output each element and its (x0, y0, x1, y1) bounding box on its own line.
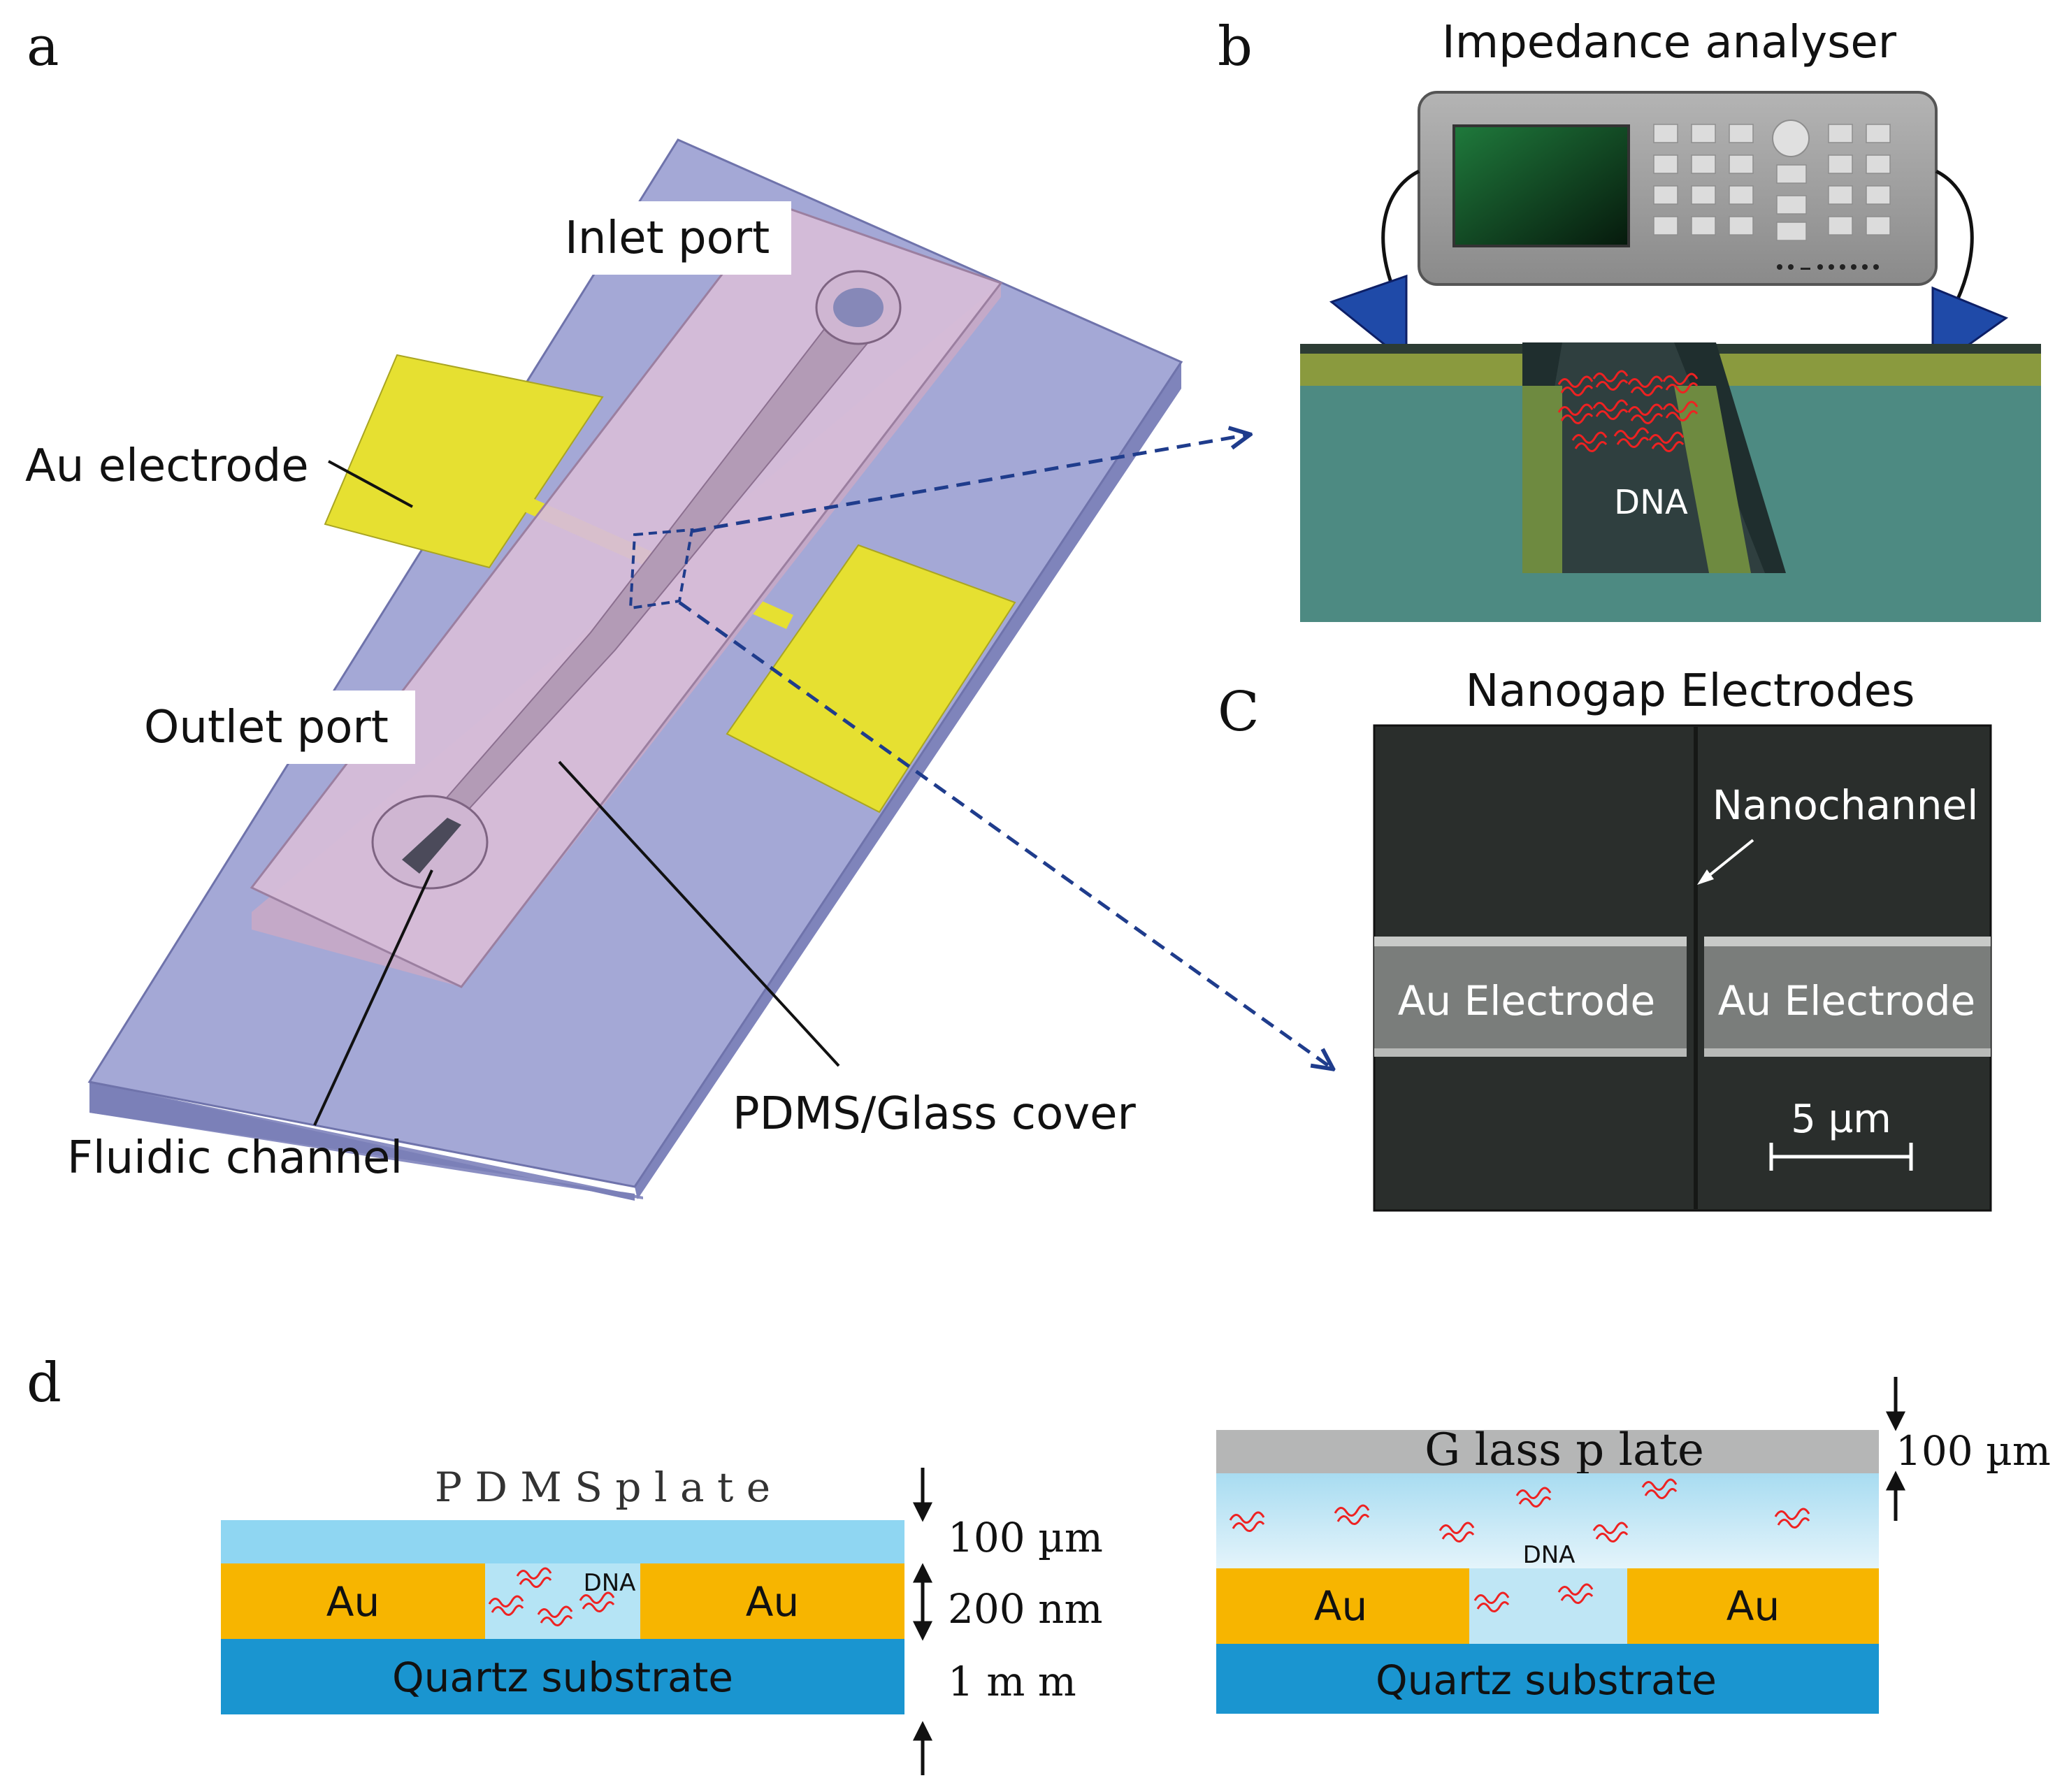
outlet-port (371, 795, 489, 890)
sem-edge-bottom-right (1704, 1048, 1991, 1057)
pdms-layer (221, 1520, 904, 1563)
scale-bar (1769, 1143, 1913, 1171)
channel-leader (313, 869, 433, 1126)
outlet-label-bg (130, 691, 415, 764)
panel-letter-d: d (27, 1352, 62, 1415)
dim-substrate-thickness: 1 m m (948, 1658, 1076, 1705)
impedance-analyser-icon (1418, 91, 1938, 286)
dimension-arrow-icon (1885, 1377, 1906, 1521)
gap-fluid-right (1469, 1568, 1627, 1644)
dna-label-b: DNA (1614, 483, 1688, 522)
quartz-label-left: Quartz substrate (392, 1654, 733, 1701)
panel-letter-a: a (27, 15, 59, 78)
panel-d: d P D M S p l a t e Au Au Quartz substra… (27, 1352, 2051, 1775)
probe-lead-left (1381, 169, 1420, 302)
inlet-port-label: Inlet port (565, 212, 770, 264)
impedance-analyser-title: Impedance analyser (1442, 17, 1897, 68)
sem-edge-top-right (1704, 937, 1991, 946)
dim-glass-thickness: 100 µm (1896, 1427, 2051, 1475)
sem-electrode-left (1374, 940, 1687, 1052)
trench-wall-left (1522, 386, 1562, 573)
au-layer-right (640, 1563, 904, 1639)
probe-tip-left (1329, 274, 1408, 365)
au-layer-left (221, 1563, 485, 1639)
sem-edge-top-left (1374, 937, 1687, 946)
probe-lead-right (1935, 169, 1974, 302)
au-right-label-glass: Au (1726, 1582, 1780, 1630)
panel-letter-c: C (1218, 681, 1260, 744)
nanochannel-pointer-head (1697, 869, 1714, 885)
au-electrode-left-pad (324, 354, 604, 569)
quartz-label-right: Quartz substrate (1376, 1656, 1717, 1704)
panel-b: b Impedance analyser (1218, 15, 2041, 622)
dim-pdms-thickness: 100 µm (948, 1514, 1103, 1561)
scale-bar-label: 5 µm (1791, 1097, 1891, 1142)
au-electrode-leader (328, 460, 413, 508)
outlet-port-label: Outlet port (144, 702, 389, 753)
panel-letter-b: b (1218, 15, 1253, 78)
au-layer-left-glass (1216, 1568, 1469, 1644)
panel-c: C Nanogap Electrodes Au Electrode Au Ele… (1218, 665, 1992, 1212)
pdms-plate-label: P D M S p l a t e (435, 1464, 770, 1511)
au-right-label: Au (746, 1578, 799, 1626)
glass-plate-label: G lass p late (1425, 1424, 1704, 1476)
inlet-port (815, 270, 902, 345)
chip-base-right-side (635, 362, 1181, 1199)
glass-layer (1216, 1430, 1879, 1473)
sem-electrode-right-label: Au Electrode (1718, 977, 1976, 1025)
pdms-cover-label: PDMS/Glass cover (733, 1088, 1137, 1140)
zoom-region-box (628, 528, 694, 610)
stack-glass: G lass p late Au Au Quartz substrate DNA… (1216, 1377, 2051, 1714)
sem-electrode-right (1704, 940, 1991, 1052)
chip-base-front-side (89, 1082, 635, 1201)
trench-wall-right (1674, 386, 1751, 573)
chip-base-left-side (89, 1082, 643, 1199)
dim-au-thickness: 200 nm (948, 1585, 1103, 1633)
au-layer-right-glass (1627, 1568, 1879, 1644)
fluidic-channel-label: Fluidic channel (67, 1132, 403, 1184)
quartz-substrate-left (221, 1639, 904, 1714)
au-left-label-glass: Au (1314, 1582, 1367, 1630)
au-electrode-label: Au electrode (25, 440, 309, 492)
quartz-substrate-right (1216, 1644, 1879, 1714)
sem-electrode-left-label: Au Electrode (1398, 977, 1656, 1025)
cover-leader (558, 760, 840, 1067)
au-left-label: Au (326, 1578, 380, 1626)
inlet-label-bg (559, 201, 791, 275)
stack-pdms: P D M S p l a t e Au Au Quartz substrate… (221, 1464, 1103, 1775)
au-electrode-right-pad (726, 544, 1016, 814)
nanochannel-pointer (1701, 839, 1754, 882)
zoom-arrow-to-b (691, 435, 1248, 533)
sem-edge-bottom-left (1374, 1048, 1687, 1057)
nanogap-title: Nanogap Electrodes (1466, 665, 1915, 717)
nanochannel-label: Nanochannel (1713, 781, 1979, 829)
dimension-arrow-icon (912, 1468, 933, 1775)
dna-label-right: DNA (1523, 1541, 1576, 1569)
panel-a: a Inlet p (25, 15, 1332, 1201)
